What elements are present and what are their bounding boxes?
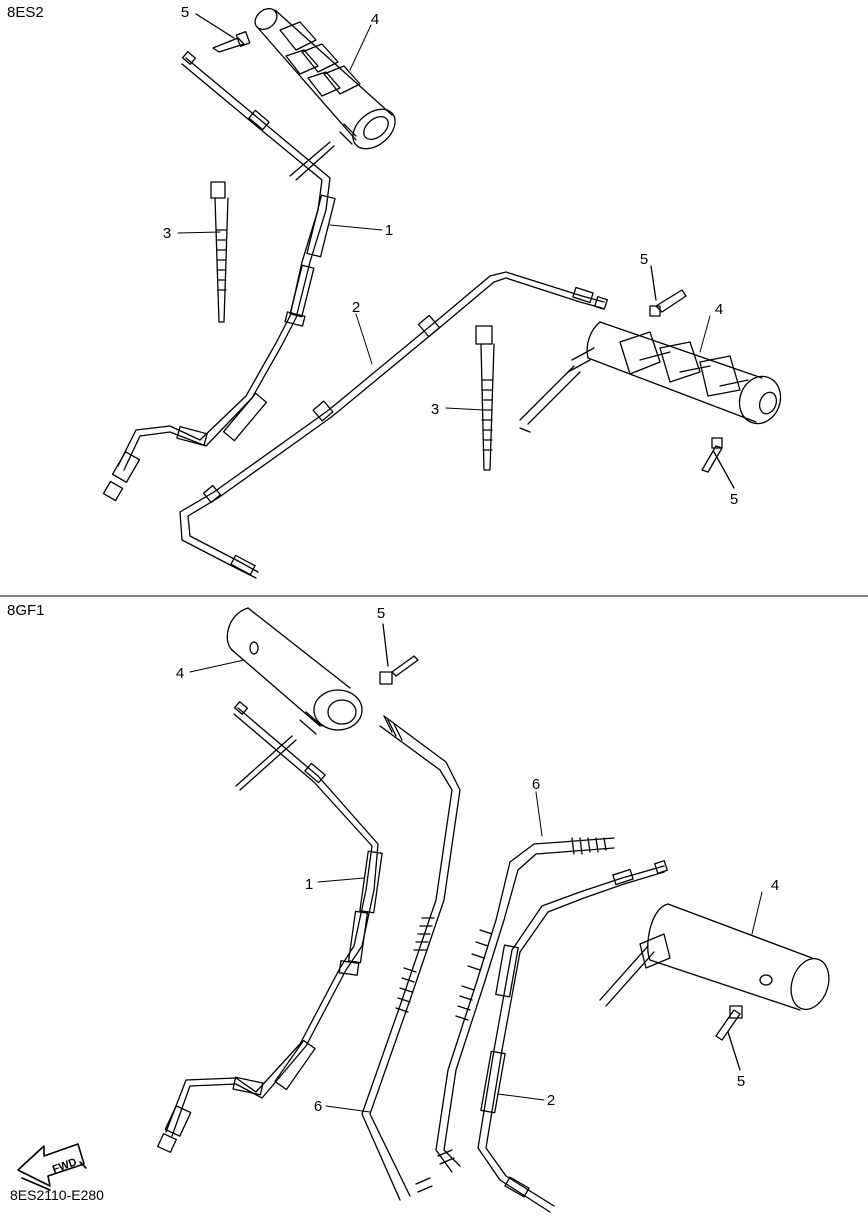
fwd-arrow-icon <box>17 1143 87 1191</box>
rivet-8es2-right-bottom <box>701 437 735 489</box>
callout-grip: 4 <box>770 877 780 894</box>
callout-grip: 4 <box>175 665 185 682</box>
grip-left-8gf1 <box>226 607 363 735</box>
diagram-code: 8ES2110-E280 <box>10 1187 104 1203</box>
section-label-8gf1: 8GF1 <box>7 602 45 619</box>
callout-cable-tie: 3 <box>430 401 440 418</box>
callout-cable-tie: 3 <box>162 225 172 242</box>
rivet-8gf1-top <box>379 623 419 685</box>
callout-leaders-8gf1 <box>189 659 763 1113</box>
cable-6-center <box>361 715 461 1201</box>
callout-rivet: 5 <box>639 251 649 268</box>
callout-rivet: 5 <box>736 1073 746 1090</box>
cable-tie-8es2-left <box>210 181 229 323</box>
cable-1-8gf1 <box>157 701 383 1153</box>
callout-cable-2: 2 <box>351 299 361 316</box>
rivet-8es2-top <box>195 13 251 53</box>
callout-leaders-8es2 <box>177 24 711 411</box>
rivet-8es2-right-top <box>649 265 687 317</box>
grip-right-8es2 <box>519 321 782 433</box>
section-label-8es2: 8ES2 <box>7 4 44 21</box>
callout-grip: 4 <box>714 301 724 318</box>
callout-rivet: 5 <box>180 4 190 21</box>
cable-6-right <box>435 837 615 1173</box>
cable-2-8gf1 <box>477 860 668 1213</box>
cable-tie-8es2-right <box>475 325 495 471</box>
rivet-8gf1-bottom <box>715 1005 743 1071</box>
callout-cable-6: 6 <box>313 1098 323 1115</box>
callout-rivet: 5 <box>376 605 386 622</box>
grip-left-8es2 <box>254 8 396 150</box>
callout-cable-1: 1 <box>384 222 394 239</box>
callout-cable-1: 1 <box>304 876 314 893</box>
grip-right-8gf1 <box>599 903 830 1011</box>
callout-cable-2: 2 <box>546 1092 556 1109</box>
cable-1-8es2 <box>102 51 336 502</box>
callout-rivet: 5 <box>729 491 739 508</box>
callout-grip: 4 <box>370 11 380 28</box>
cable-2-8es2 <box>179 271 608 579</box>
callout-cable-6: 6 <box>531 776 541 793</box>
